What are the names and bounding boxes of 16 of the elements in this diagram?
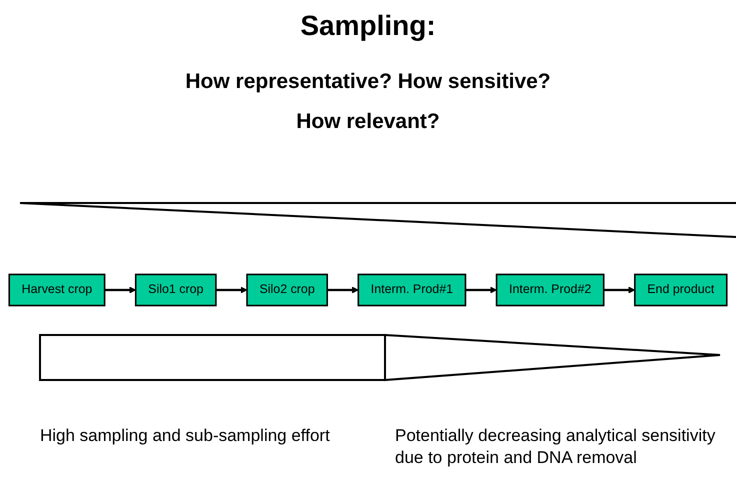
arrow [327, 286, 359, 294]
title: Sampling: [299, 10, 437, 42]
node-box: Harvest crop [8, 274, 106, 306]
note-text: Potentially decreasing analytical sensitivity due to protein and DNA removal [395, 425, 716, 469]
arrow [216, 286, 248, 294]
node-box: Interm. Prod#2 [496, 274, 604, 306]
arrow [604, 286, 636, 294]
node-box: End product [634, 274, 728, 306]
node-box: Silo2 crop [246, 274, 328, 306]
node-box: Silo1 crop [134, 274, 217, 306]
arrow [104, 286, 136, 294]
subtitle: How relevant? [295, 110, 441, 134]
arrow [465, 286, 497, 294]
subtitle: How representative? How sensitive? [184, 70, 552, 94]
note-text: High sampling and sub-sampling effort [40, 425, 331, 447]
node-box: Interm. Prod#1 [358, 274, 466, 306]
